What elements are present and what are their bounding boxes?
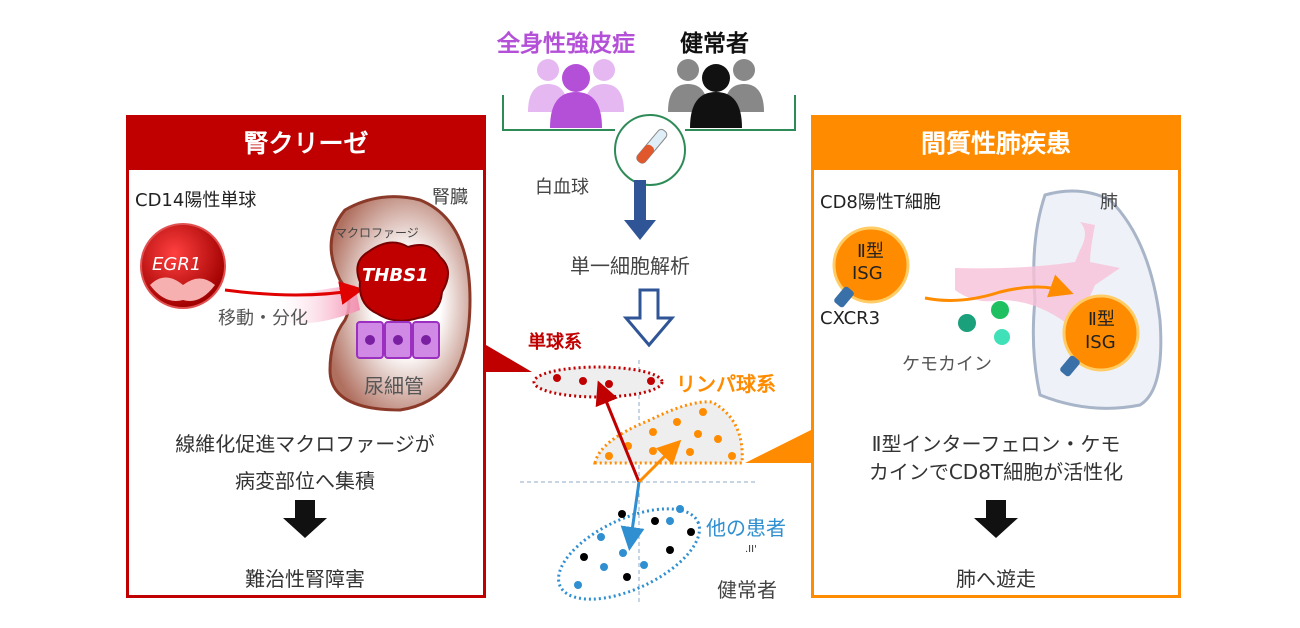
down-arrow-right <box>974 500 1018 538</box>
tubule-cells-icon <box>356 321 440 359</box>
lymphocyte-cluster-label: リンパ球系 <box>676 372 776 396</box>
renal-crisis-panel: 腎クリーゼ <box>126 115 486 598</box>
down-arrow-left <box>283 500 327 538</box>
migration-arrow <box>224 281 364 305</box>
lung-t-cell-isg-label: ISG <box>1085 332 1116 353</box>
patients-group-icon <box>528 59 624 128</box>
other-patients-label: 他の患者 <box>706 516 786 540</box>
t-cell-icon <box>832 226 910 308</box>
thbs1-label: THBS1 <box>362 265 429 286</box>
left-summary-line1: 線維化促進マクロファージが <box>175 432 435 456</box>
panel-title: 腎クリーゼ <box>129 118 483 170</box>
blood-tube-icon <box>614 114 686 186</box>
right-outcome: 肺へ遊走 <box>956 567 1036 591</box>
t-cell-in-lung-icon <box>1060 294 1140 377</box>
right-connector <box>745 430 811 463</box>
sample-label: 白血球 <box>535 177 589 198</box>
bracket-line <box>502 95 796 131</box>
scatter-plot <box>520 360 755 605</box>
left-outcome: 難治性腎障害 <box>245 567 365 591</box>
interstitial-lung-disease-panel: 間質性肺疾患 <box>811 115 1181 598</box>
kidney-label: 腎臓 <box>432 187 468 208</box>
t-cell-label: CD8陽性T細胞 <box>820 192 941 213</box>
left-connector <box>486 345 532 372</box>
panel-title: 間質性肺疾患 <box>814 118 1178 170</box>
down-arrow-hollow <box>622 288 676 348</box>
migration-label: 移動・分化 <box>218 308 308 329</box>
analysis-label: 単一細胞解析 <box>570 254 690 278</box>
lung-label: 肺 <box>1100 192 1118 213</box>
t-cell-migration-arrow <box>924 274 1074 302</box>
group-healthy-label: 健常者 <box>680 31 749 57</box>
right-summary-line1: Ⅱ型インターフェロン・ケモ <box>871 432 1121 456</box>
monocyte-label: CD14陽性単球 <box>135 190 257 211</box>
lung-t-cell-type-label: Ⅱ型 <box>1088 309 1115 330</box>
monocyte-cluster-label: 単球系 <box>528 332 582 353</box>
monocyte-cell-icon <box>140 223 226 309</box>
down-arrow-solid <box>624 180 656 240</box>
macrophage-icon <box>356 241 449 322</box>
chemokine-dots <box>958 301 1010 345</box>
chemokine-label: ケモカイン <box>902 354 992 375</box>
right-summary-line2: カインでCD8T細胞が活性化 <box>868 460 1124 484</box>
tubule-label: 尿細管 <box>364 374 424 398</box>
healthy-cluster-label: 健常者 <box>717 578 777 602</box>
egr1-label: EGR1 <box>152 254 202 275</box>
t-cell-type-label: Ⅱ型 <box>857 241 884 262</box>
group-ssc-label: 全身性強皮症 <box>497 31 635 57</box>
macrophage-label: マクロファージ <box>335 226 419 240</box>
cxcr3-label: CXCR3 <box>820 308 881 329</box>
equivalence-mark: .II' <box>745 544 757 555</box>
t-cell-isg-label: ISG <box>852 263 883 284</box>
healthy-group-icon <box>668 59 764 128</box>
left-summary-line2: 病変部位へ集積 <box>235 469 375 493</box>
migration-band <box>270 285 360 324</box>
